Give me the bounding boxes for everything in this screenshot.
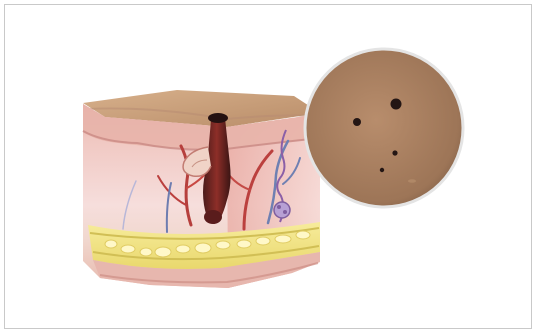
pore <box>391 99 402 110</box>
skin-block <box>83 90 320 288</box>
pore <box>380 168 384 172</box>
pore <box>353 118 361 126</box>
pore-closeup <box>305 49 463 207</box>
pore <box>392 150 397 155</box>
